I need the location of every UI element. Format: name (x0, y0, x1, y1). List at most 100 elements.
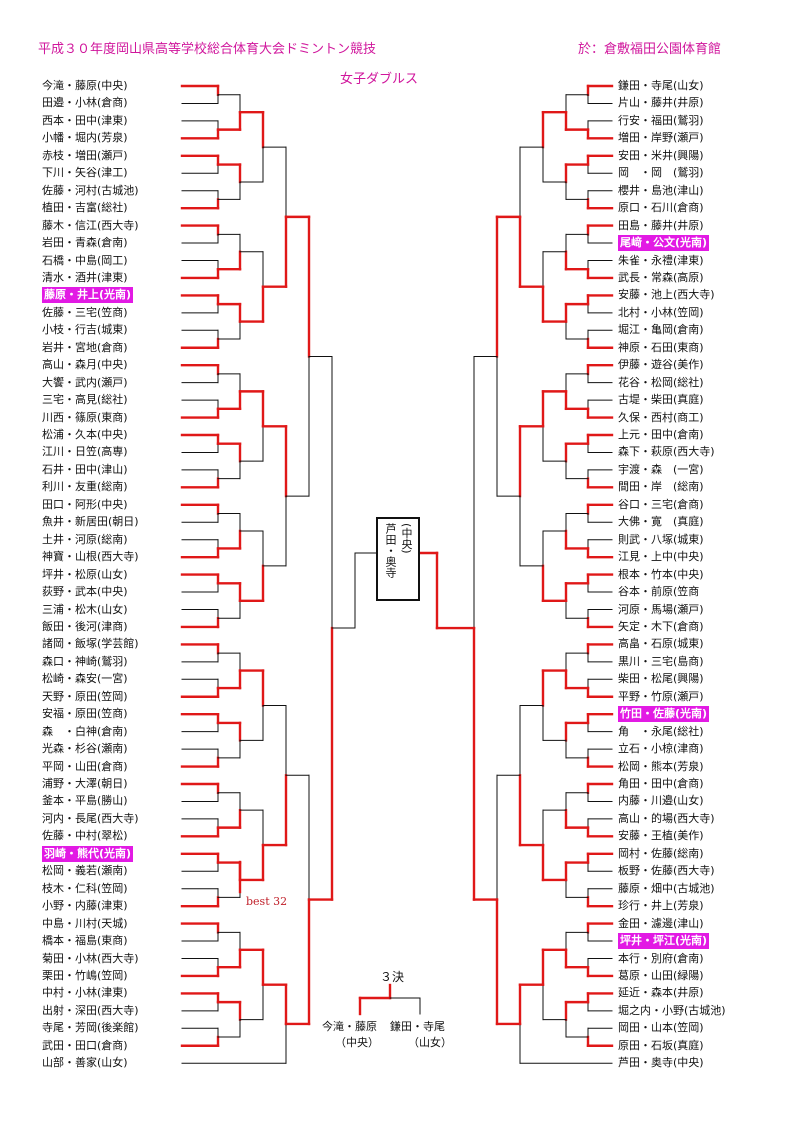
right-player-entry: 堀之内・小野(古城池) (618, 1003, 726, 1017)
right-player-entry: 森下・萩原(西大寺) (618, 445, 715, 459)
right-player-entry: 岡 ・岡 (鷲羽) (618, 166, 704, 180)
left-player-entry: 松浦・久本(中央) (42, 428, 128, 441)
left-player-entry: 山部・善家(山女) (42, 1056, 128, 1070)
right-player-entry: 竹田・佐藤(光南) (618, 706, 710, 723)
left-player-entry: 橋本・福島(東商) (42, 934, 128, 948)
right-player-entry: 大佛・寛 (真庭) (618, 515, 704, 529)
venue-label: 於：倉敷福田公園体育館 (578, 42, 722, 57)
left-player-entry: 諸岡・飯塚(学芸館) (42, 637, 139, 651)
left-player-entry: 森口・神崎(鷲羽) (42, 654, 128, 668)
left-player-entry: 藤原・井上(光南) (42, 287, 134, 304)
left-player-entry: 平岡・山田(倉商) (42, 759, 128, 773)
left-player-entry: 栗田・竹嶋(笠岡) (42, 968, 128, 982)
left-player-entry: 岩井・宮地(倉商) (42, 340, 128, 354)
right-player-entry: 北村・小林(笠岡) (618, 305, 704, 319)
left-player-entry: 大饗・武内(瀬戸) (42, 375, 128, 389)
left-player-entry: 河内・長尾(西大寺) (42, 811, 139, 825)
right-player-entry: 宇渡・森 (一宮) (618, 462, 704, 476)
left-player-entry: 植田・吉富(総社) (42, 201, 128, 215)
left-player-entry: 天野・原田(笠岡) (42, 689, 128, 703)
right-player-entry: 片山・藤井(井原) (618, 96, 704, 110)
right-player-entry: 原口・石川(倉商) (618, 201, 704, 215)
left-player-entry: 中島・川村(天城) (42, 916, 128, 930)
left-player-entry: 三宅・高見(総社) (42, 393, 128, 407)
left-player-entry: 安福・原田(笠商) (42, 707, 128, 721)
right-player-entry: 上元・田中(倉南) (618, 428, 704, 441)
right-player-entry: 櫻井・島池(津山) (618, 183, 704, 197)
left-player-entry: 坪井・松原(山女) (42, 567, 128, 581)
right-player-entry: 芦田・奥寺(中央) (618, 1056, 704, 1070)
left-player-entry: 佐藤・中村(翠松) (42, 829, 128, 843)
right-player-entry: 鎌田・寺尾(山女) (618, 79, 704, 92)
third-place-right-school: （山女） (408, 1036, 452, 1049)
right-player-entry: 安藤・池上(西大寺) (618, 288, 715, 302)
right-player-entry: 武長・常森(高原) (618, 270, 704, 284)
champion-box: 芦田・奥寺 (中央) (376, 517, 420, 601)
left-player-entry: 清水・酒井(津東) (42, 270, 128, 284)
left-player-entry: 松崎・森安(一宮) (42, 672, 128, 686)
right-player-entry: 矢定・木下(倉商) (618, 619, 704, 633)
right-player-entry: 河原・馬場(瀬戸) (618, 602, 704, 616)
left-player-entry: 出射・深田(西大寺) (42, 1003, 139, 1017)
right-player-entry: 久保・西村(商工) (618, 410, 704, 424)
champion-school: (中央) (400, 523, 413, 554)
left-player-entry: 寺尾・芳岡(後楽館) (42, 1021, 139, 1035)
left-player-entry: 岩田・青森(倉南) (42, 236, 128, 250)
left-player-entry: 江川・日笠(高専) (42, 445, 128, 459)
left-player-entry: 藤木・信江(西大寺) (42, 218, 139, 232)
right-player-entry: 内藤・川邉(山女) (618, 794, 704, 808)
left-player-entry: 佐藤・三宅(笠商) (42, 305, 128, 319)
left-player-entry: 浦野・大澤(朝日) (42, 777, 128, 790)
left-player-entry: 石橋・中島(岡工) (42, 253, 128, 267)
third-place-left-names: 今滝・藤原 (322, 1020, 377, 1033)
right-player-entry: 花谷・松岡(総社) (618, 375, 704, 389)
right-player-entry: 角 ・永尾(総社) (618, 724, 704, 738)
right-player-entry: 尾﨑・公文(光南) (618, 235, 710, 252)
right-player-entry: 本行・別府(倉南) (618, 951, 704, 965)
left-player-entry: 光森・杉谷(瀬南) (42, 742, 128, 756)
right-player-entry: 岡田・山本(笠岡) (618, 1021, 704, 1035)
third-place-left-school: （中央） (335, 1036, 379, 1049)
right-player-entry: 藤原・畑中(古城池) (618, 881, 715, 895)
left-player-entry: 田口・阿形(中央) (42, 497, 128, 511)
right-player-entry: 神原・石田(東商) (618, 340, 704, 354)
left-player-entry: 飯田・後河(津商) (42, 619, 128, 633)
left-player-entry: 釜本・平島(勝山) (42, 794, 128, 808)
left-player-entry: 今滝・藤原(中央) (42, 79, 128, 92)
right-player-entry: 珍行・井上(芳泉) (618, 899, 704, 913)
left-player-entry: 赤枝・増田(瀬戸) (42, 148, 128, 162)
left-player-entry: 三浦・松木(山女) (42, 602, 128, 616)
right-player-entry: 江見・上中(中央) (618, 550, 704, 564)
right-player-entry: 岡村・佐藤(総南) (618, 846, 704, 860)
right-player-entry: 板野・佐藤(西大寺) (618, 864, 715, 878)
best32-label: best 32 (246, 895, 288, 908)
left-player-entry: 小幡・堀内(芳泉) (42, 131, 128, 145)
right-player-entry: 柴田・松尾(興陽) (618, 672, 704, 686)
right-player-entry: 間田・岸 (総南) (618, 480, 704, 494)
right-player-entry: 行安・福田(鷲羽) (618, 113, 704, 127)
left-player-entry: 枝木・仁科(笠岡) (42, 881, 128, 895)
left-player-entry: 利川・友重(総南) (42, 480, 128, 494)
right-player-entry: 谷口・三宅(倉商) (618, 497, 704, 511)
left-player-entry: 小枝・行吉(城東) (42, 323, 128, 337)
left-player-entry: 菊田・小林(西大寺) (42, 951, 139, 965)
right-player-entry: 安田・米井(興陽) (618, 148, 704, 162)
right-player-entry: 則武・八塚(城東) (618, 532, 704, 546)
right-player-entry: 坪井・坪江(光南) (618, 933, 710, 950)
right-player-entry: 黒川・三宅(島商) (618, 654, 704, 668)
right-player-entry: 金田・濾邊(津山) (618, 916, 704, 930)
right-player-entry: 安藤・王植(美作) (618, 829, 704, 843)
left-player-entry: 羽崎・熊代(光南) (42, 845, 134, 862)
right-player-entry: 原田・石坂(真庭) (618, 1038, 704, 1052)
right-player-entry: 葛原・山田(緑陽) (618, 968, 704, 982)
left-player-entry: 松岡・義若(瀬南) (42, 864, 128, 878)
right-player-entry: 古堤・柴田(真庭) (618, 393, 704, 407)
left-player-entry: 魚井・新居田(朝日) (42, 515, 139, 529)
right-player-entry: 高畠・石原(城東) (618, 637, 704, 651)
third-place-title: ３決 (380, 970, 405, 984)
right-player-entry: 根本・竹本(中央) (618, 567, 704, 581)
third-place-right-names: 鎌田・寺尾 (390, 1020, 445, 1033)
right-player-entry: 平野・竹原(瀬戸) (618, 689, 704, 703)
champion-name: 芦田・奥寺 (384, 523, 397, 578)
